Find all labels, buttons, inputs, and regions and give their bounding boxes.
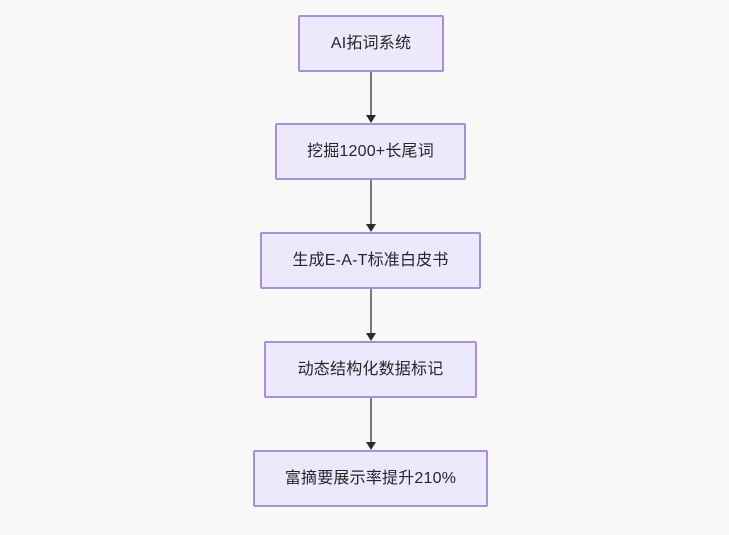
flow-node[interactable]: 生成E-A-T标准白皮书 (260, 232, 481, 289)
arrow-down-icon (366, 115, 376, 123)
flow-node[interactable]: 挖掘1200+长尾词 (275, 123, 466, 180)
arrow-down-icon (366, 224, 376, 232)
flow-node[interactable]: 富摘要展示率提升210% (253, 450, 488, 507)
flow-edge-line (370, 72, 372, 116)
arrow-down-icon (366, 442, 376, 450)
flow-node[interactable]: 动态结构化数据标记 (264, 341, 477, 398)
flow-edge-line (370, 180, 372, 225)
flow-edge-line (370, 289, 372, 334)
arrow-down-icon (366, 333, 376, 341)
flow-node[interactable]: AI拓词系统 (298, 15, 444, 72)
flow-edge-line (370, 398, 372, 443)
